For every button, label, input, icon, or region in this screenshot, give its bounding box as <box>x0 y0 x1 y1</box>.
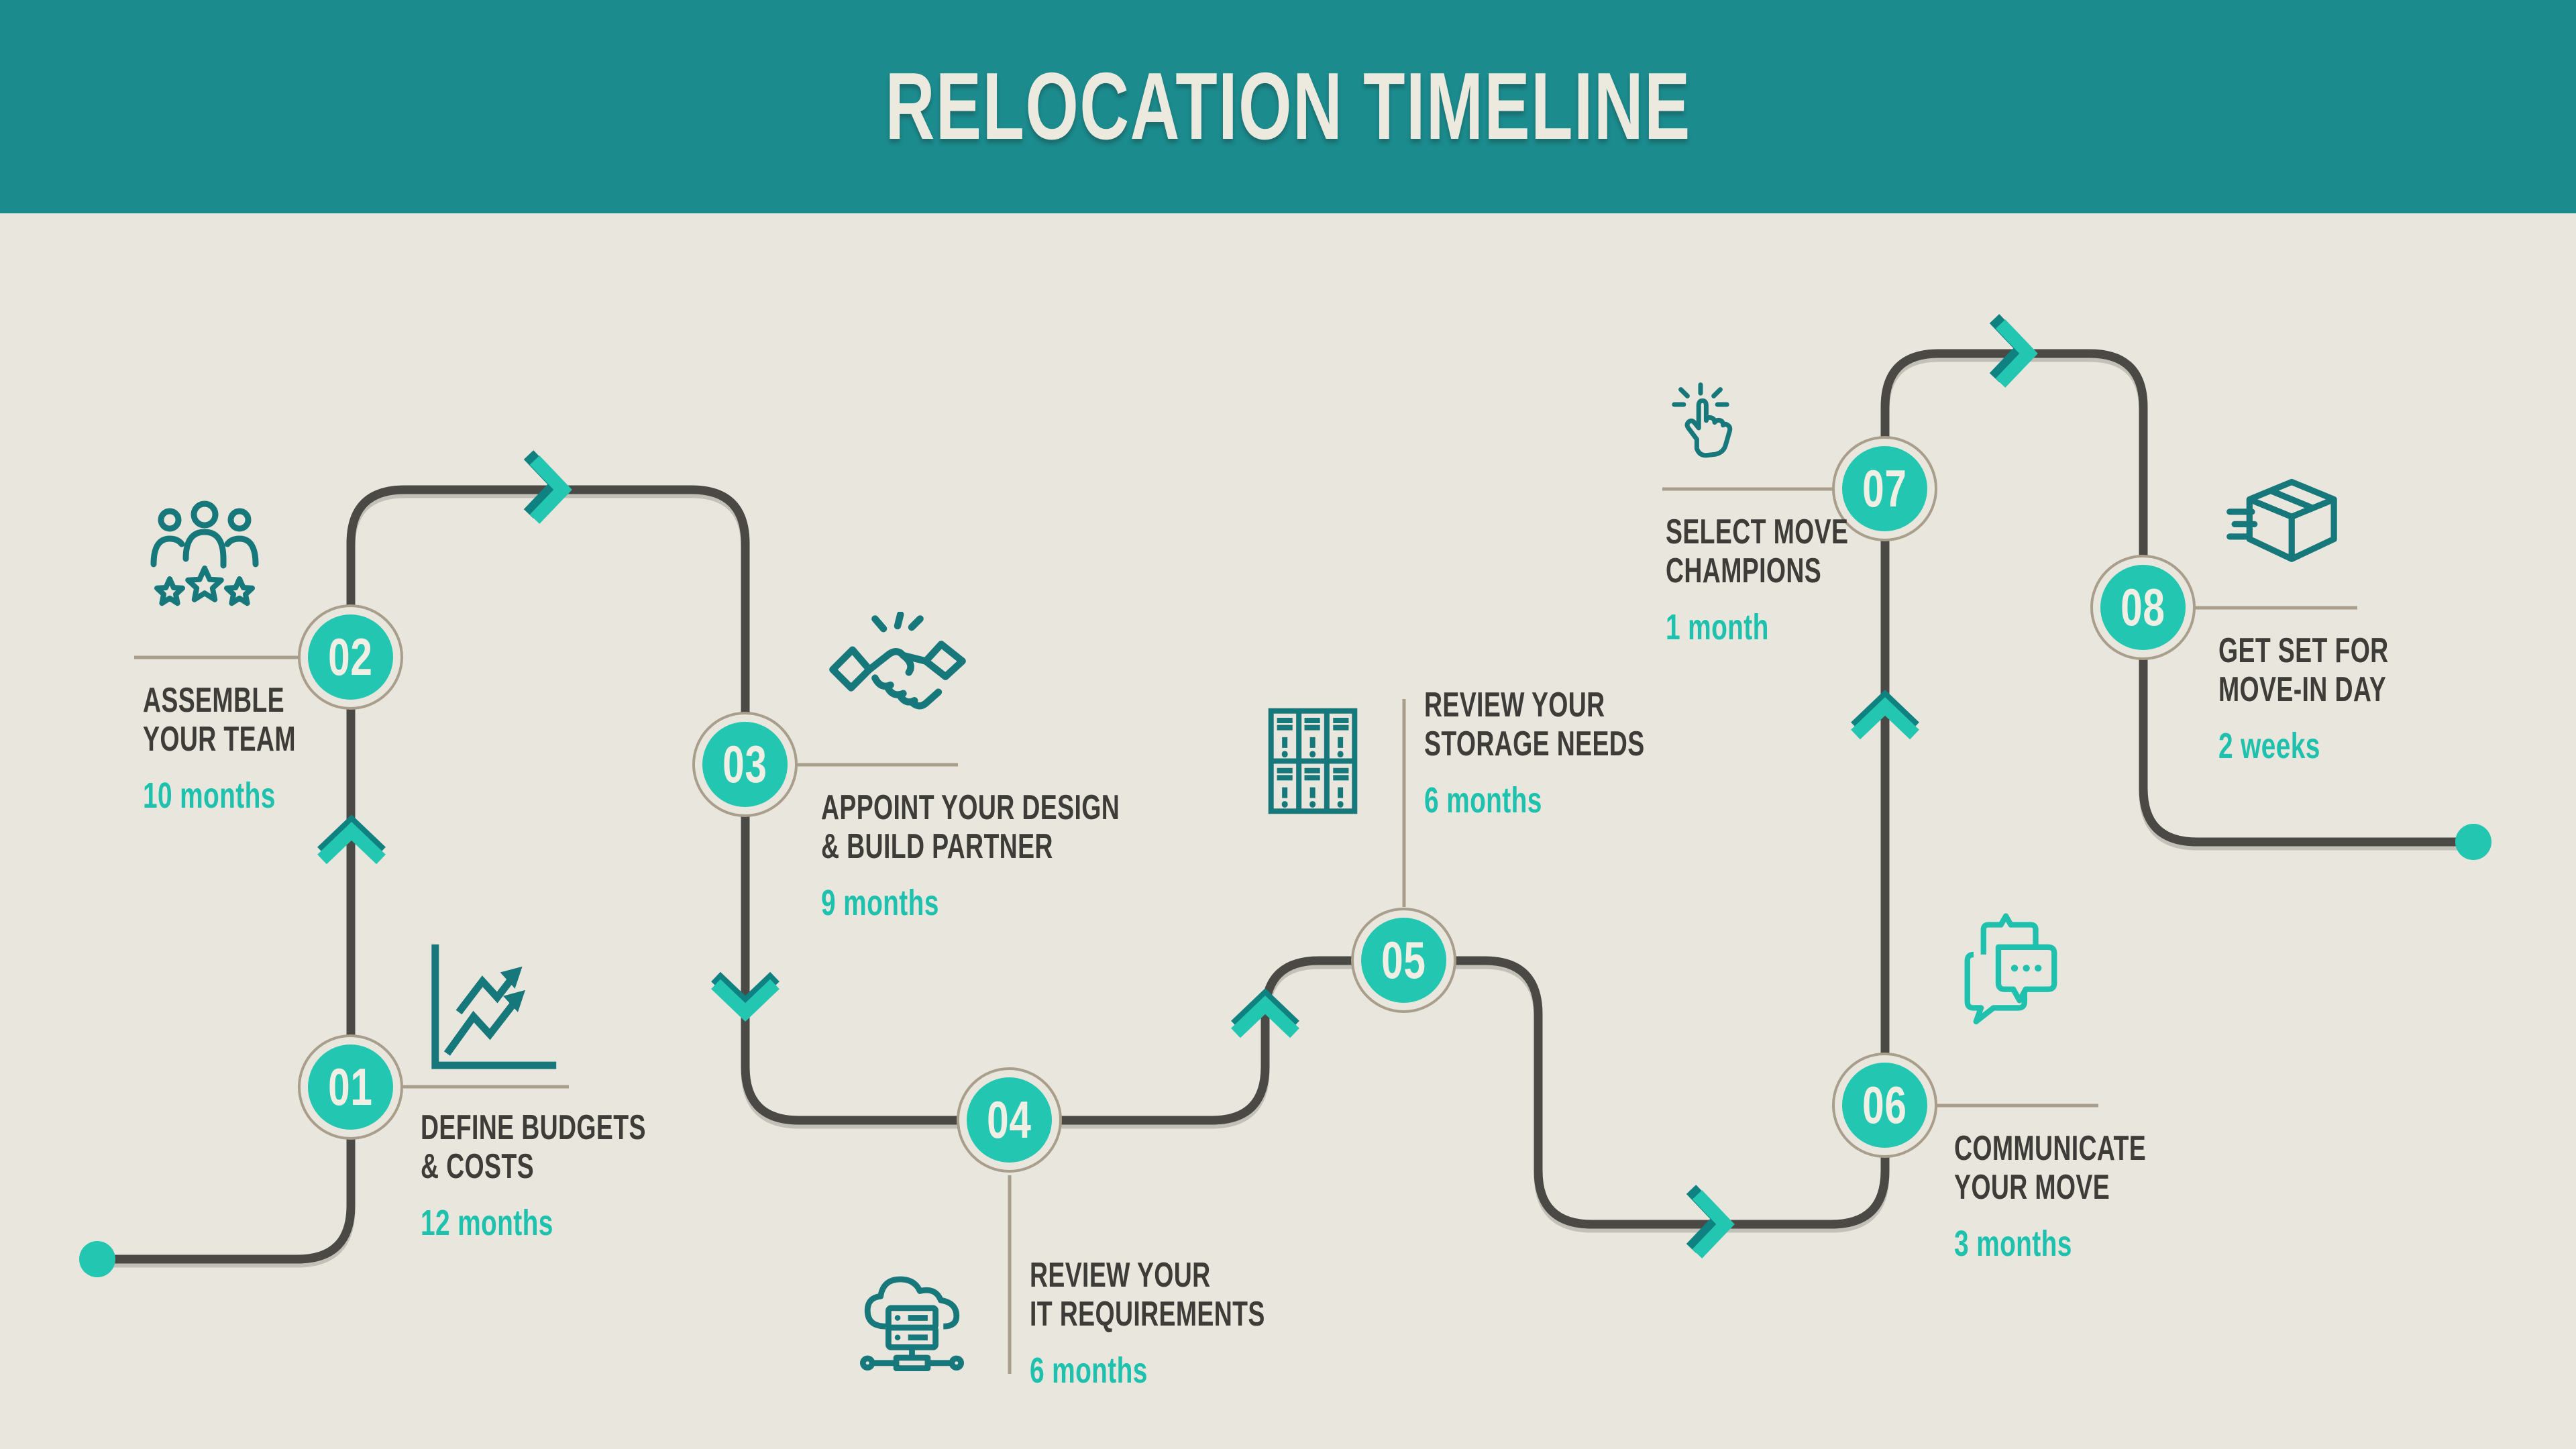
step-title-line: APPOINT YOUR DESIGN <box>821 788 1120 827</box>
timeline-start-dot <box>79 1241 115 1277</box>
milestone-circle: 03 <box>702 722 788 807</box>
step-02-text: ASSEMBLE YOUR TEAM 10 months <box>143 681 296 816</box>
page-title: RELOCATION TIMELINE <box>885 53 1691 160</box>
step-title-line: & BUILD PARTNER <box>821 827 1053 866</box>
step-08-text: GET SET FOR MOVE-IN DAY 2 weeks <box>2218 631 2389 767</box>
step-title-line: MOVE-IN DAY <box>2218 670 2387 709</box>
step-04-text: REVIEW YOUR IT REQUIREMENTS 6 months <box>1030 1256 1265 1391</box>
handshake-icon <box>829 612 966 710</box>
step-07-text: SELECT MOVE CHAMPIONS 1 month <box>1666 513 1848 648</box>
milestone-number: 02 <box>328 627 373 686</box>
milestone-circle: 05 <box>1361 918 1446 1003</box>
chevron-up-icon <box>317 814 386 865</box>
cloud-server-icon <box>859 1276 965 1371</box>
step-title-line: REVIEW YOUR <box>1030 1256 1211 1295</box>
milestone-node-06: 06 <box>1832 1053 1937 1158</box>
milestone-number: 01 <box>328 1057 373 1116</box>
team-icon <box>150 500 259 606</box>
milestone-node-02: 02 <box>298 604 403 710</box>
step-title-line: STORAGE NEEDS <box>1424 724 1645 763</box>
step-title-line: DEFINE BUDGETS <box>421 1108 646 1147</box>
milestone-node-07: 07 <box>1832 436 1937 541</box>
step-title-line: YOUR TEAM <box>143 720 296 759</box>
milestone-node-01: 01 <box>298 1034 403 1140</box>
milestone-number: 05 <box>1381 930 1426 989</box>
step-duration: 12 months <box>421 1203 553 1243</box>
milestone-circle: 07 <box>1842 446 1927 531</box>
step-06-text: COMMUNICATE YOUR MOVE 3 months <box>1954 1129 2146 1265</box>
milestone-number: 04 <box>987 1090 1032 1149</box>
milestone-circle: 01 <box>308 1044 393 1130</box>
milestone-number: 06 <box>1862 1075 1907 1134</box>
step-duration: 1 month <box>1666 607 1769 647</box>
chevron-right-icon <box>1686 1185 1735 1258</box>
click-hand-icon <box>1672 382 1733 458</box>
step-title-line: GET SET FOR <box>2218 631 2389 670</box>
step-title-line: SELECT MOVE <box>1666 513 1849 551</box>
step-duration: 6 months <box>1030 1350 1148 1391</box>
step-title-line: YOUR MOVE <box>1954 1168 2110 1207</box>
step-05-text: REVIEW YOUR STORAGE NEEDS 6 months <box>1424 686 1645 821</box>
step-01-text: DEFINE BUDGETS & COSTS 12 months <box>421 1108 646 1244</box>
milestone-number: 03 <box>722 735 767 794</box>
step-duration: 2 weeks <box>2218 726 2320 766</box>
step-title-line: CHAMPIONS <box>1666 551 1822 590</box>
milestone-node-04: 04 <box>957 1067 1062 1173</box>
chevron-right-icon <box>523 450 572 524</box>
chart-icon <box>431 944 557 1069</box>
step-03-text: APPOINT YOUR DESIGN & BUILD PARTNER 9 mo… <box>821 788 1120 924</box>
header-banner: RELOCATION TIMELINE <box>0 0 2576 213</box>
storage-lockers-icon <box>1268 708 1358 814</box>
milestone-node-03: 03 <box>692 712 798 817</box>
step-title-line: COMMUNICATE <box>1954 1129 2147 1168</box>
chevron-up-icon <box>1231 988 1299 1038</box>
moving-box-icon <box>2226 478 2337 562</box>
step-duration: 3 months <box>1954 1224 2072 1264</box>
milestone-node-05: 05 <box>1351 908 1456 1013</box>
step-title-line: & COSTS <box>421 1147 534 1186</box>
step-duration: 9 months <box>821 883 939 923</box>
milestone-circle: 08 <box>2100 565 2186 650</box>
chat-bubbles-icon <box>1964 913 2057 1024</box>
step-duration: 6 months <box>1424 780 1542 820</box>
milestone-node-08: 08 <box>2090 555 2196 660</box>
milestone-circle: 06 <box>1842 1063 1927 1148</box>
timeline-end-dot <box>2455 824 2491 860</box>
milestone-circle: 04 <box>967 1077 1052 1163</box>
step-title-line: REVIEW YOUR <box>1424 686 1605 724</box>
step-title-line: ASSEMBLE <box>143 681 284 720</box>
chevron-right-icon <box>1989 314 2038 388</box>
milestone-number: 08 <box>2121 578 2165 637</box>
chevron-up-icon <box>1851 690 1919 740</box>
chevron-down-icon <box>711 971 780 1022</box>
step-title-line: IT REQUIREMENTS <box>1030 1295 1265 1334</box>
milestone-number: 07 <box>1862 459 1907 518</box>
step-duration: 10 months <box>143 775 276 816</box>
connector-stems <box>134 487 2357 1374</box>
milestone-circle: 02 <box>308 614 393 700</box>
